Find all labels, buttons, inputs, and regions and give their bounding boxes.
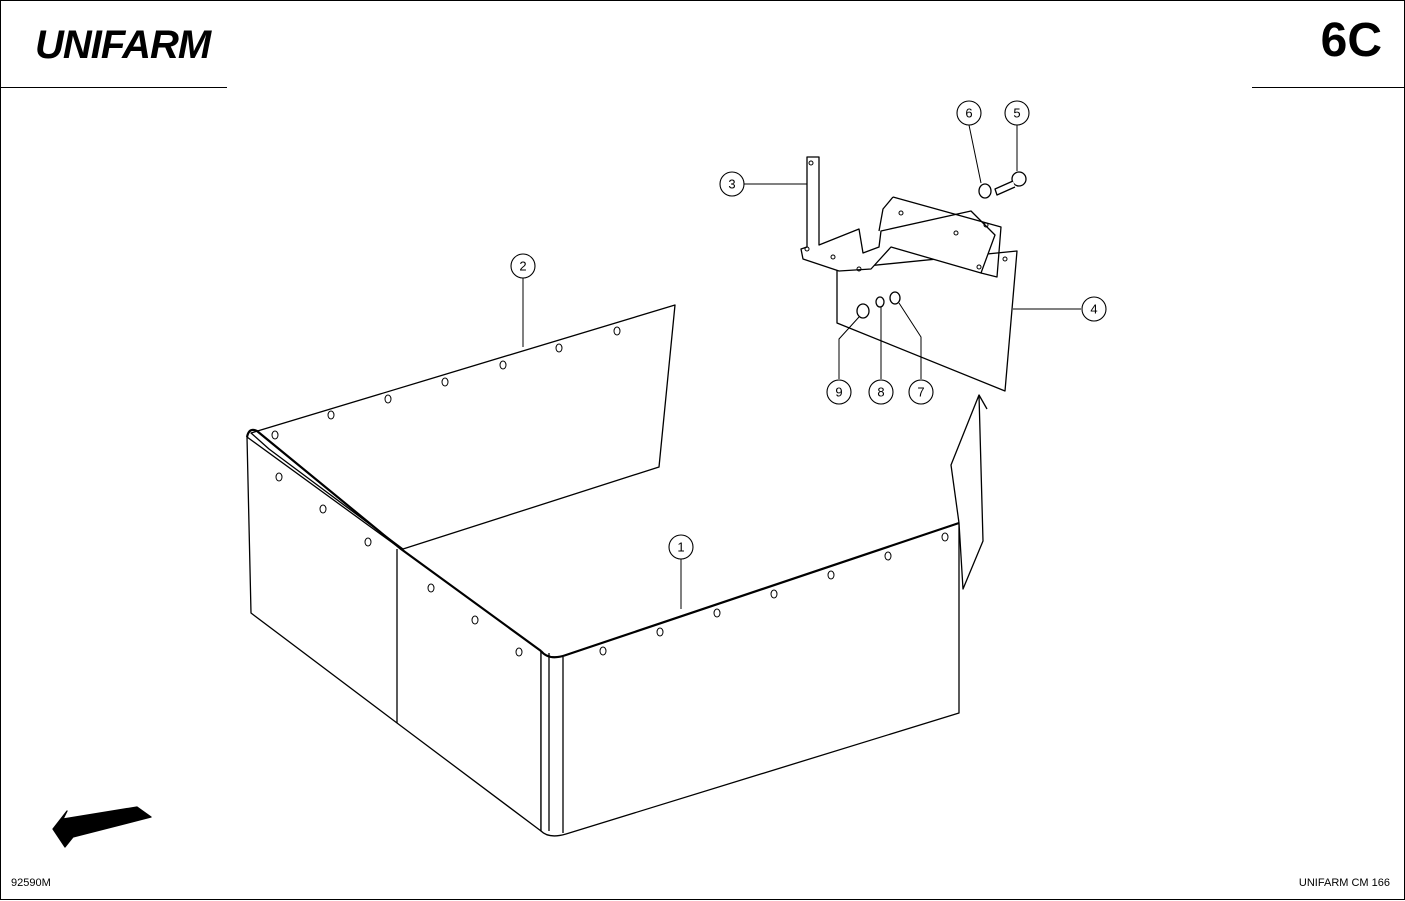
callout-labels: 1 2 3 4 5 6 7 8 9 — [519, 106, 1097, 555]
callout-circles — [510, 100, 1107, 560]
mounting-holes — [271, 160, 1008, 657]
callout-8-label: 8 — [877, 385, 884, 400]
callout-2-circle — [510, 253, 536, 279]
washer-part-7 — [889, 291, 901, 305]
callout-6-circle — [956, 100, 982, 126]
plate-part-4 — [836, 250, 1018, 392]
bolt-part-5-shank — [994, 180, 1016, 196]
callout-1-label: 1 — [677, 540, 684, 555]
lockwasher-part-8 — [875, 296, 885, 308]
callout-5-circle — [1004, 100, 1030, 126]
callout-7-label: 7 — [917, 385, 924, 400]
callout-8-circle — [868, 379, 894, 405]
page-code: 6C — [1320, 14, 1382, 67]
callout-2-label: 2 — [519, 259, 526, 274]
nut-part-9 — [856, 303, 870, 319]
model-label: UNIFARM CM 166 — [1298, 877, 1390, 889]
bracket-part-3 — [800, 156, 996, 274]
guard-part-1-front-face — [540, 522, 960, 837]
header-rule-right — [1252, 87, 1404, 88]
direction-arrow-icon — [52, 806, 152, 848]
brand-logo: UNIFARM — [35, 23, 211, 67]
guard-right-flap — [950, 394, 984, 590]
callout-1-circle — [668, 534, 694, 560]
callout-4-label: 4 — [1090, 302, 1097, 317]
drawing-number: 92590M — [11, 877, 51, 889]
guard-part-1-top-edge — [245, 428, 542, 652]
callout-9-circle — [826, 379, 852, 405]
callout-3-circle — [719, 171, 745, 197]
leader-lines — [522, 124, 1081, 609]
callout-7-circle — [908, 379, 934, 405]
callout-4-circle — [1081, 296, 1107, 322]
header-rule-left — [1, 87, 227, 88]
callout-5-label: 5 — [1013, 106, 1020, 121]
callout-6-label: 6 — [965, 106, 972, 121]
guard-part-1-front-edge — [540, 521, 960, 659]
bolt-part-5-head — [1011, 171, 1027, 187]
callout-3-label: 3 — [728, 177, 735, 192]
washer-part-6 — [978, 183, 992, 199]
panel-part-2 — [250, 304, 676, 550]
callout-9-label: 9 — [835, 385, 842, 400]
